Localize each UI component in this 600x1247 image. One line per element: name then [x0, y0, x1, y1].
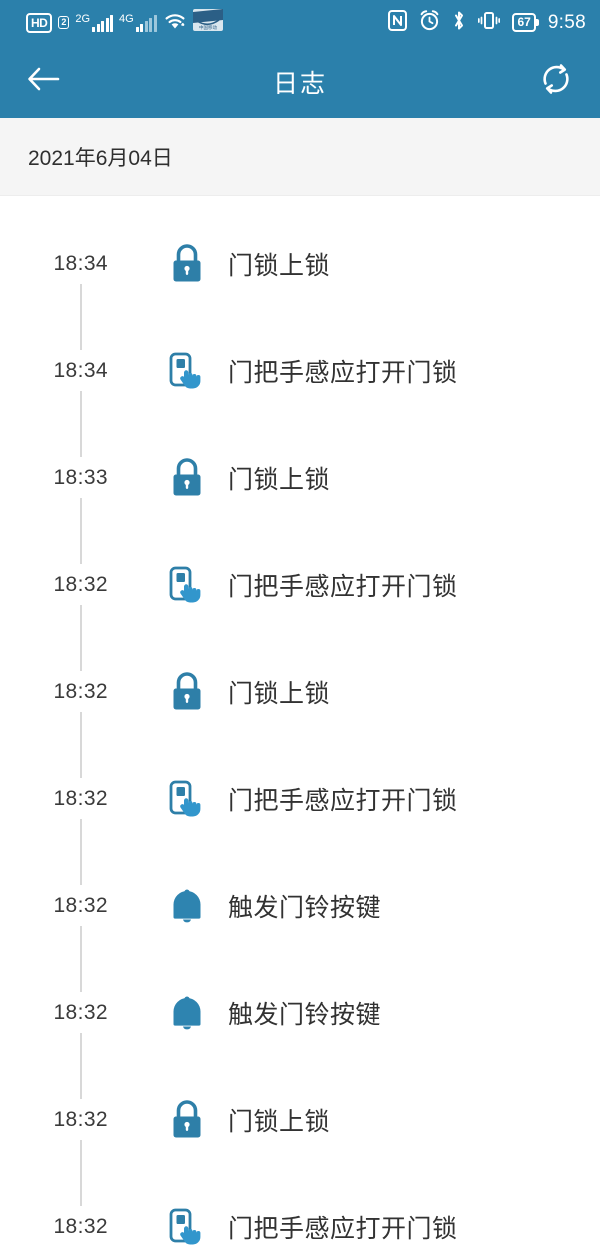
handle-sensor-icon	[160, 1204, 214, 1247]
log-entry-row[interactable]: 18:32 门锁上锁	[0, 1066, 600, 1206]
carrier-logo-icon: 中国移动	[192, 9, 223, 36]
timeline-connector	[80, 1140, 82, 1206]
log-entry-row[interactable]: 18:34 门锁上锁	[0, 210, 600, 350]
padlock-locked-icon	[160, 670, 214, 714]
battery-indicator: 67	[512, 13, 540, 32]
timeline-connector	[80, 498, 82, 564]
log-entry-row[interactable]: 18:32 门把手感应打开门锁	[0, 745, 600, 885]
padlock-locked-icon	[160, 456, 214, 500]
log-entry-label: 门锁上锁	[228, 251, 331, 280]
log-entry-time: 18:34	[53, 251, 108, 275]
alarm-clock-icon	[419, 9, 440, 36]
status-bar: HD 2 2G 4G	[0, 0, 600, 45]
wifi-icon	[163, 11, 187, 35]
log-entry-label: 触发门铃按键	[228, 1000, 382, 1029]
date-header: 2021年6月04日	[0, 118, 600, 196]
log-entry-label: 门把手感应打开门锁	[228, 358, 458, 387]
log-entry-row[interactable]: 18:32 触发门铃按键	[0, 959, 600, 1099]
handle-sensor-icon	[160, 562, 214, 608]
refresh-button[interactable]	[534, 60, 578, 104]
app-bar: 日志	[0, 45, 600, 118]
hd-voice-icon: HD	[26, 12, 53, 33]
padlock-locked-icon	[160, 242, 214, 286]
timeline-connector	[80, 712, 82, 778]
refresh-icon	[539, 62, 573, 101]
timeline-connector	[80, 605, 82, 671]
signal-2g-icon: 2G	[75, 13, 114, 32]
signal-4g-icon: 4G	[119, 13, 157, 32]
log-entry-row[interactable]: 18:32 触发门铃按键	[0, 852, 600, 992]
log-entry-label: 门锁上锁	[228, 1107, 331, 1136]
doorbell-icon	[160, 991, 214, 1035]
log-entry-row[interactable]: 18:33 门锁上锁	[0, 424, 600, 564]
log-entry-time: 18:32	[53, 786, 108, 810]
page-title: 日志	[272, 69, 327, 98]
log-entry-time: 18:34	[53, 358, 108, 382]
log-entry-label: 门锁上锁	[228, 679, 331, 708]
timeline-connector	[80, 391, 82, 457]
log-entry-row[interactable]: 18:32 门把手感应打开门锁	[0, 531, 600, 671]
log-entry-time: 18:32	[53, 1214, 108, 1238]
log-entry-label: 门把手感应打开门锁	[228, 1214, 458, 1243]
log-entry-label: 门把手感应打开门锁	[228, 786, 458, 815]
vibrate-icon	[478, 10, 501, 36]
log-entry-time: 18:33	[53, 465, 108, 489]
doorbell-icon	[160, 884, 214, 928]
log-entry-row[interactable]: 18:32 门锁上锁	[0, 638, 600, 778]
timeline-connector	[80, 1033, 82, 1099]
log-entry-time: 18:32	[53, 1000, 108, 1024]
log-entry-label: 触发门铃按键	[228, 893, 382, 922]
timeline-connector	[80, 819, 82, 885]
log-entry-time: 18:32	[53, 679, 108, 703]
log-entry-row[interactable]: 18:34 门把手感应打开门锁	[0, 317, 600, 457]
timeline-connector	[80, 284, 82, 350]
log-entry-time: 18:32	[53, 1107, 108, 1131]
nfc-icon	[388, 9, 408, 36]
timeline-connector	[80, 926, 82, 992]
log-entry-time: 18:32	[53, 893, 108, 917]
back-arrow-icon	[27, 65, 61, 98]
date-header-label: 2021年6月04日	[28, 146, 173, 170]
log-entry-time: 18:32	[53, 572, 108, 596]
log-entry-label: 门锁上锁	[228, 465, 331, 494]
svg-text:中国移动: 中国移动	[199, 24, 217, 31]
padlock-locked-icon	[160, 1098, 214, 1142]
status-bar-left: HD 2 2G 4G	[26, 9, 223, 36]
handle-sensor-icon	[160, 776, 214, 822]
sim-2-icon: 2	[58, 16, 70, 29]
bluetooth-icon	[452, 10, 466, 36]
handle-sensor-icon	[160, 348, 214, 394]
back-button[interactable]	[22, 60, 66, 104]
status-bar-clock: 9:58	[547, 11, 586, 33]
log-entry-row[interactable]: 18:32 门把手感应打开门锁	[0, 1173, 600, 1247]
status-bar-right: 67 9:58	[388, 9, 586, 36]
log-entry-label: 门把手感应打开门锁	[228, 572, 458, 601]
